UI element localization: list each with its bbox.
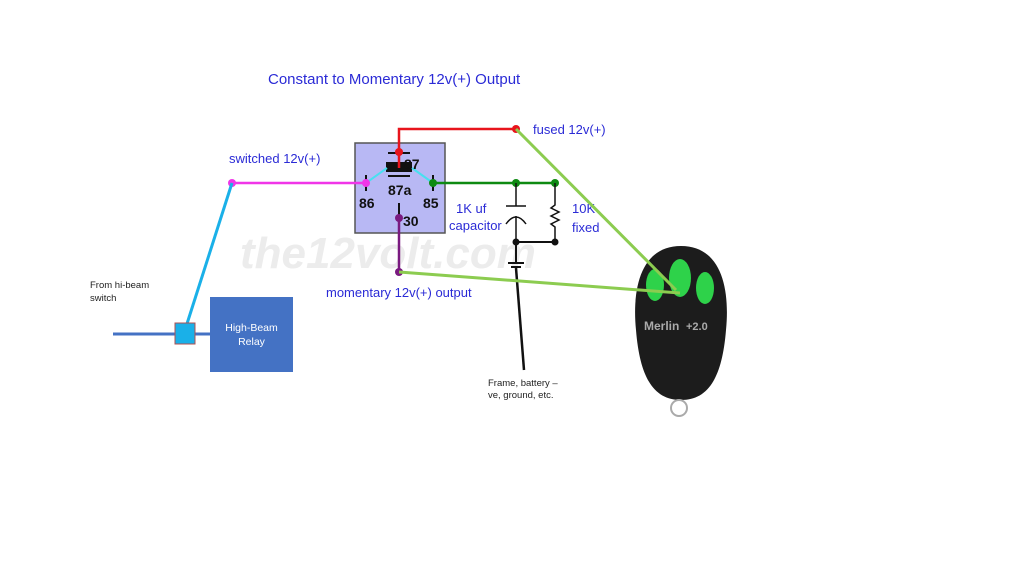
remote-button-right[interactable] (696, 272, 714, 304)
pin-86-label: 86 (359, 195, 375, 211)
remote-brand: Merlin (644, 319, 679, 333)
pin-87a-label: 87a (388, 182, 412, 198)
from-switch-label-1: From hi-beam (90, 280, 149, 291)
from-switch-label-2: switch (90, 293, 116, 304)
resistor-symbol (549, 183, 561, 242)
remote-button-left[interactable] (646, 269, 664, 301)
momentary-label: momentary 12v(+) output (326, 285, 472, 300)
pin-85-label: 85 (423, 195, 439, 211)
remote-fob: Merlin +2.0 (635, 246, 727, 417)
hibeam-tap-wire (183, 182, 234, 331)
ground-wire (514, 267, 526, 371)
watermark: the12volt.com (240, 229, 536, 278)
ground-label-1: Frame, battery – (488, 378, 558, 389)
high-beam-relay-label-2: Relay (238, 336, 266, 348)
high-beam-relay-label-1: High-Beam (225, 322, 278, 334)
capacitor-symbol (505, 183, 527, 242)
tap-connector (174, 322, 196, 345)
capacitor-label-2: capacitor (449, 218, 502, 233)
resistor-label-1: 10K (572, 201, 595, 216)
fused-to-remote-link (514, 127, 678, 292)
resistor-label-2: fixed (572, 220, 599, 235)
output-to-remote-link (398, 270, 681, 295)
high-beam-relay-box (210, 297, 293, 372)
ground-label-2: ve, ground, etc. (488, 390, 553, 401)
key-ring (670, 399, 688, 417)
fused-label: fused 12v(+) (533, 122, 606, 137)
pin-87-label: 87 (404, 156, 420, 172)
switched-label: switched 12v(+) (229, 151, 320, 166)
diagram-title: Constant to Momentary 12v(+) Output (268, 71, 521, 88)
remote-version: +2.0 (686, 321, 708, 333)
capacitor-label-1: 1K uf (456, 201, 487, 216)
ground-symbol (508, 242, 524, 268)
pin-30-label: 30 (403, 213, 419, 229)
